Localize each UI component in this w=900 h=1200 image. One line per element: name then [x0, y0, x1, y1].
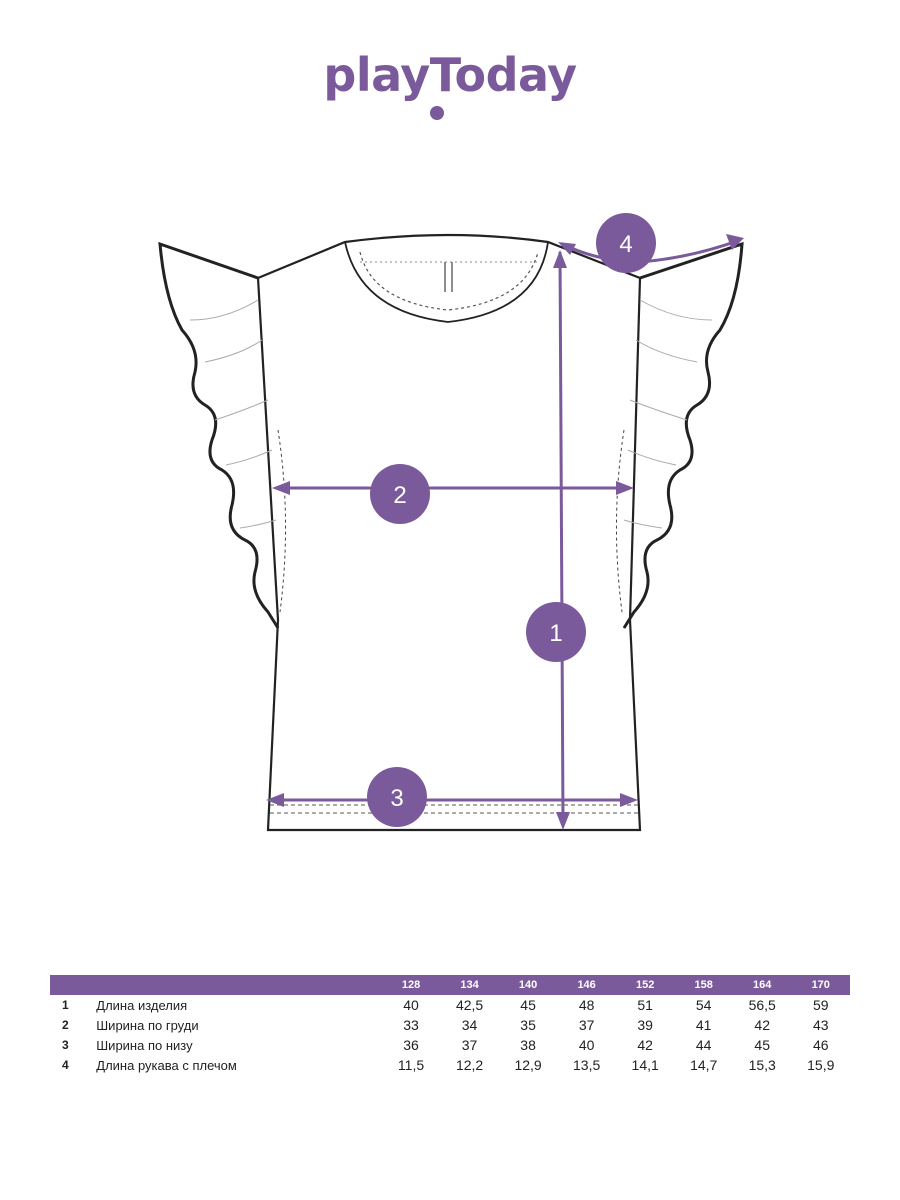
measure-arrow-4-left [558, 242, 576, 255]
table-cell: 51 [637, 997, 653, 1013]
shirt-body-outline [256, 233, 642, 832]
table-cell: 40 [578, 1037, 595, 1053]
marker-label-3: 3 [390, 785, 403, 812]
size-table-header: 128 134 140 146 152 158 164 170 [50, 975, 850, 995]
table-row: 1 Длина изделия 40 42,5 45 48 51 54 56,5… [50, 995, 850, 1015]
size-header: 146 [577, 979, 596, 991]
measure-arrow-3-right [620, 793, 638, 807]
table-cell: 40 [403, 997, 419, 1013]
size-table: 128 134 140 146 152 158 164 170 1 Длина … [50, 975, 850, 1075]
table-cell: 41 [695, 1017, 712, 1033]
table-cell: 39 [637, 1017, 653, 1033]
table-cell: 11,5 [397, 1057, 425, 1073]
table-cell: 44 [695, 1037, 712, 1053]
logo-dot [430, 106, 444, 120]
marker-badge-4: 4 [596, 213, 656, 273]
shirt-neck-rib [359, 251, 539, 311]
row-label: Ширина по низу [96, 1037, 193, 1053]
table-cell: 59 [812, 997, 829, 1013]
table-cell: 56,5 [748, 997, 776, 1013]
row-label: Длина рукава с плечом [96, 1057, 237, 1073]
table-cell: 12,9 [514, 1057, 542, 1073]
table-cell: 34 [461, 1017, 478, 1033]
table-cell: 37 [461, 1037, 478, 1053]
brand-name: playToday [323, 48, 577, 102]
size-header: 170 [811, 979, 830, 991]
left-ruffle-sleeve [158, 241, 280, 629]
table-cell: 12,2 [455, 1057, 484, 1073]
garment-diagram: 1 2 3 4 [158, 213, 744, 832]
measure-arrow-2-left [272, 481, 290, 495]
table-cell: 42 [637, 1037, 653, 1053]
table-cell: 38 [520, 1037, 536, 1053]
marker-label-4: 4 [619, 231, 632, 258]
table-cell: 14,7 [690, 1057, 718, 1073]
measure-arrow-4-right [726, 234, 744, 250]
table-cell: 48 [578, 997, 595, 1013]
measure-line-1 [558, 251, 565, 823]
table-cell: 14,1 [631, 1057, 659, 1073]
table-cell: 54 [695, 997, 712, 1013]
table-cell: 42 [754, 1017, 770, 1033]
table-cell: 46 [812, 1037, 829, 1053]
table-row: 4 Длина рукава с плечом 11,5 12,2 12,9 1… [50, 1055, 850, 1075]
row-label: Ширина по груди [96, 1017, 199, 1033]
table-row: 3 Ширина по низу 36 37 38 40 42 44 45 46 [50, 1035, 850, 1055]
right-armhole-dashed [615, 429, 625, 613]
right-ruffle-sleeve [622, 241, 744, 629]
size-header: 152 [635, 979, 655, 991]
neck-label [444, 262, 453, 292]
table-cell: 35 [520, 1017, 536, 1033]
table-cell: 15,3 [748, 1057, 776, 1073]
table-cell: 15,9 [807, 1057, 835, 1073]
table-cell: 42,5 [455, 997, 484, 1013]
marker-badge-2: 2 [370, 464, 430, 524]
size-header: 134 [460, 979, 479, 991]
row-number: 1 [62, 998, 69, 1012]
size-header: 128 [401, 979, 421, 991]
row-number: 2 [62, 1018, 69, 1032]
table-cell: 36 [403, 1037, 419, 1053]
measure-arrow-3-left [266, 793, 284, 807]
left-armhole-dashed [277, 429, 287, 613]
marker-label-1: 1 [549, 620, 562, 647]
table-cell: 13,5 [573, 1057, 601, 1073]
marker-badge-1: 1 [526, 602, 586, 662]
row-number: 3 [62, 1038, 69, 1052]
size-header: 164 [753, 979, 772, 991]
row-number: 4 [62, 1058, 69, 1072]
row-label: Длина изделия [96, 997, 188, 1013]
size-header: 158 [694, 979, 713, 991]
measure-arrow-2-right [616, 481, 634, 495]
measure-arrow-1-bottom [556, 812, 570, 830]
brand-logo: playToday [0, 52, 900, 98]
table-cell: 43 [812, 1017, 829, 1033]
table-cell: 37 [578, 1017, 595, 1033]
table-cell: 45 [520, 997, 536, 1013]
marker-label-2: 2 [393, 482, 406, 509]
left-ruffle-folds [189, 299, 277, 529]
table-cell: 33 [403, 1017, 419, 1033]
shirt-neckline [344, 241, 549, 323]
right-ruffle-folds [623, 299, 713, 529]
table-cell: 45 [754, 1037, 770, 1053]
table-row: 2 Ширина по груди 33 34 35 37 39 41 42 4… [50, 1015, 850, 1035]
marker-badge-3: 3 [367, 767, 427, 827]
size-header: 140 [518, 979, 538, 991]
measure-arrow-1-top [553, 250, 567, 268]
